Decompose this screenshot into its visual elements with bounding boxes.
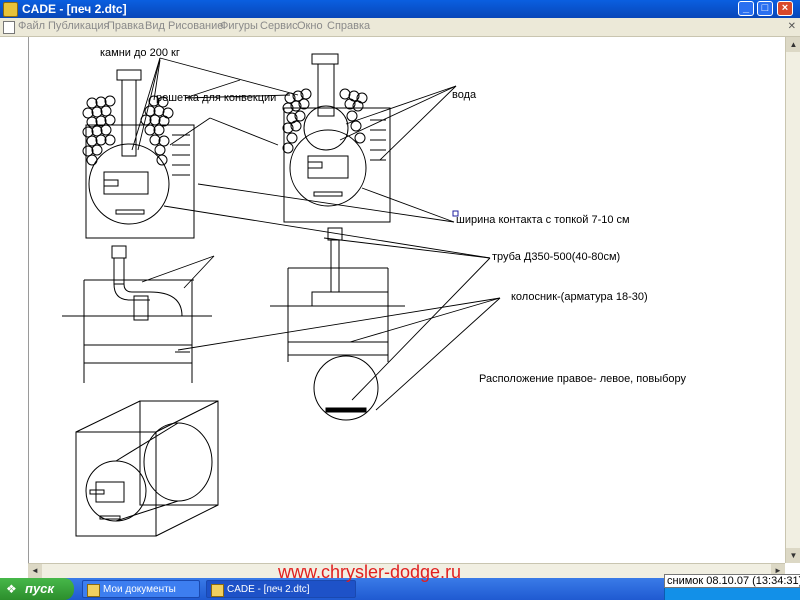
left-ruler <box>0 37 29 563</box>
minimize-button[interactable]: _ <box>738 1 754 16</box>
firebox <box>88 143 170 225</box>
grate-bar-section <box>325 407 367 413</box>
door-handle <box>103 179 119 187</box>
stones-pile-left <box>82 95 174 166</box>
stove-side-view-left <box>62 245 212 383</box>
label-water: вода <box>452 89 477 101</box>
chimney-cap <box>311 53 339 65</box>
scroll-left-icon[interactable]: ◄ <box>28 564 42 578</box>
menu-window[interactable]: Окно <box>297 20 323 32</box>
taskbar: ❖ пуск Мои документы CADE - [печ 2.dtc] <box>0 578 800 600</box>
maximize-icon: □ <box>761 2 769 14</box>
folder-icon <box>87 584 100 597</box>
document-icon[interactable] <box>3 21 15 34</box>
start-button[interactable]: ❖ пуск <box>0 578 74 600</box>
menu-draw[interactable]: Рисование <box>168 20 224 32</box>
menu-edit[interactable]: Правка <box>107 20 145 32</box>
leader-lines <box>131 57 501 411</box>
label-grate: решетка для конвекции <box>156 92 277 104</box>
menu-shapes[interactable]: Фигуры <box>220 20 258 32</box>
stove-front-view-right <box>282 53 391 223</box>
water-lines-left <box>172 134 190 176</box>
stove-front-view-left <box>82 69 195 239</box>
title-bar: CADE - [печ 2.dtc] _ □ × <box>0 0 800 18</box>
task-my-documents[interactable]: Мои документы <box>82 580 200 598</box>
snapshot-stamp: снимок 08.10.07 (13:34:31) <box>664 574 800 588</box>
task-label: CADE - [печ 2.dtc] <box>227 584 310 595</box>
menu-help[interactable]: Справка <box>327 20 371 32</box>
chimney-cap <box>116 69 142 81</box>
label-stones: камни до 200 кг <box>100 47 180 59</box>
task-cade[interactable]: CADE - [печ 2.dtc] <box>206 580 356 598</box>
firebox-door <box>103 171 149 195</box>
window-title: CADE - [печ 2.dtc] <box>22 2 127 16</box>
water-lines-right <box>370 119 386 161</box>
mdi-close-icon[interactable]: ✕ <box>787 21 796 32</box>
menu-tools[interactable]: Сервис <box>260 20 298 32</box>
close-icon: × <box>781 2 789 14</box>
start-label: пуск <box>25 581 54 596</box>
stove-isometric-view <box>75 400 219 537</box>
menu-file[interactable]: Файл <box>18 20 46 32</box>
grate-bar <box>115 209 145 215</box>
task-label: Мои документы <box>103 584 176 595</box>
water-tank <box>303 105 349 151</box>
scroll-up-icon[interactable]: ▲ <box>786 37 800 52</box>
menu-view[interactable]: Вид <box>145 20 165 32</box>
stove-side-view-right <box>270 227 405 421</box>
maximize-button[interactable]: □ <box>757 1 773 16</box>
selection-handle <box>452 210 459 217</box>
stove-body <box>283 107 391 223</box>
watermark: www.chrysler-dodge.ru <box>278 562 462 582</box>
firebox-door <box>307 155 349 179</box>
label-grate-bars: колосник-(арматура 18-30) <box>511 291 648 303</box>
label-contact-width: ширина контакта с топкой 7-10 см <box>456 214 630 226</box>
door-handle <box>307 161 323 169</box>
close-button[interactable]: × <box>777 1 793 16</box>
grate-bar <box>313 191 343 197</box>
label-placement: Расположение правое- левое, повыбору <box>479 373 687 385</box>
vertical-scrollbar[interactable]: ▲ ▼ <box>785 37 800 563</box>
pipe-cross-section <box>313 355 379 421</box>
windows-flag-icon: ❖ <box>6 582 17 596</box>
menu-bar: Файл Публикация Правка Вид Рисование Фиг… <box>0 18 800 37</box>
app-icon[interactable] <box>3 2 18 17</box>
cade-icon <box>211 584 224 597</box>
scroll-down-icon[interactable]: ▼ <box>786 548 800 563</box>
firebox <box>289 129 367 207</box>
label-pipe: труба Д350-500(40-80см) <box>492 251 621 263</box>
minimize-icon: _ <box>742 2 750 14</box>
menu-publication[interactable]: Публикация <box>48 20 110 32</box>
